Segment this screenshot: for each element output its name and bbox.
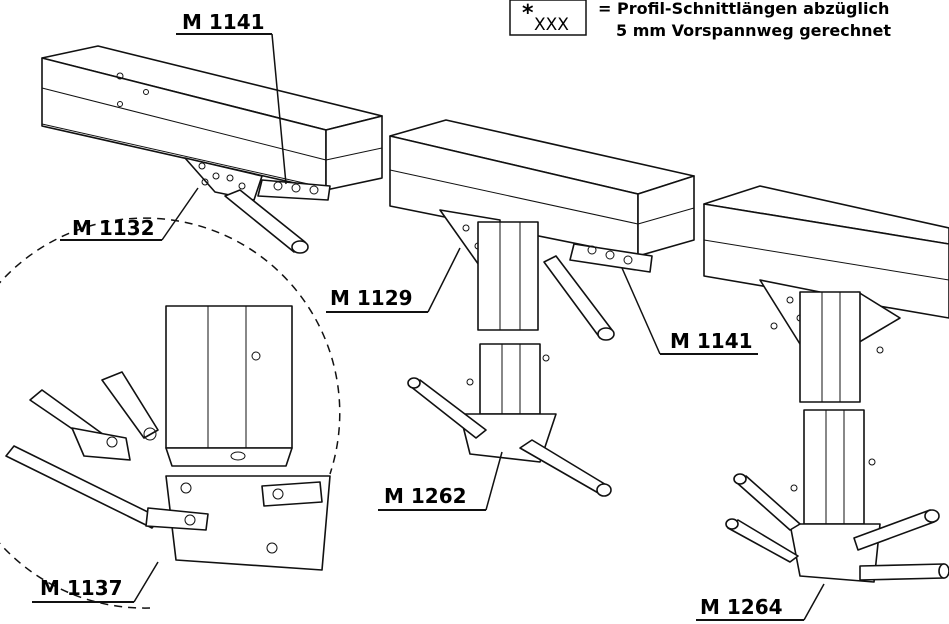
label-m1129: M 1129 <box>330 286 413 310</box>
legend-line-1: = Profil-Schnittlängen abzüglich <box>598 0 889 18</box>
label-m1141-top: M 1141 <box>182 10 265 34</box>
label-m1132: M 1132 <box>72 216 155 240</box>
legend-symbol-box <box>509 0 587 36</box>
label-m1264: M 1264 <box>700 595 783 619</box>
legend: * XXX = Profil-Schnittlängen abzüglich 5… <box>509 0 891 40</box>
legend-symbol-star: * <box>522 1 534 26</box>
part-labels: M 1141 M 1132 M 1129 M 1141 M 1262 M 113… <box>32 10 825 621</box>
right-assembly <box>703 185 949 583</box>
label-m1262: M 1262 <box>384 484 467 508</box>
middle-assembly <box>389 119 695 497</box>
left-beam-assembly <box>41 45 383 254</box>
legend-symbol-text: XXX <box>534 15 569 35</box>
label-m1137: M 1137 <box>40 576 123 600</box>
label-m1141-right: M 1141 <box>670 329 753 353</box>
legend-line-2: 5 mm Vorspannweg gerechnet <box>616 21 891 40</box>
detail-circle <box>0 217 341 609</box>
